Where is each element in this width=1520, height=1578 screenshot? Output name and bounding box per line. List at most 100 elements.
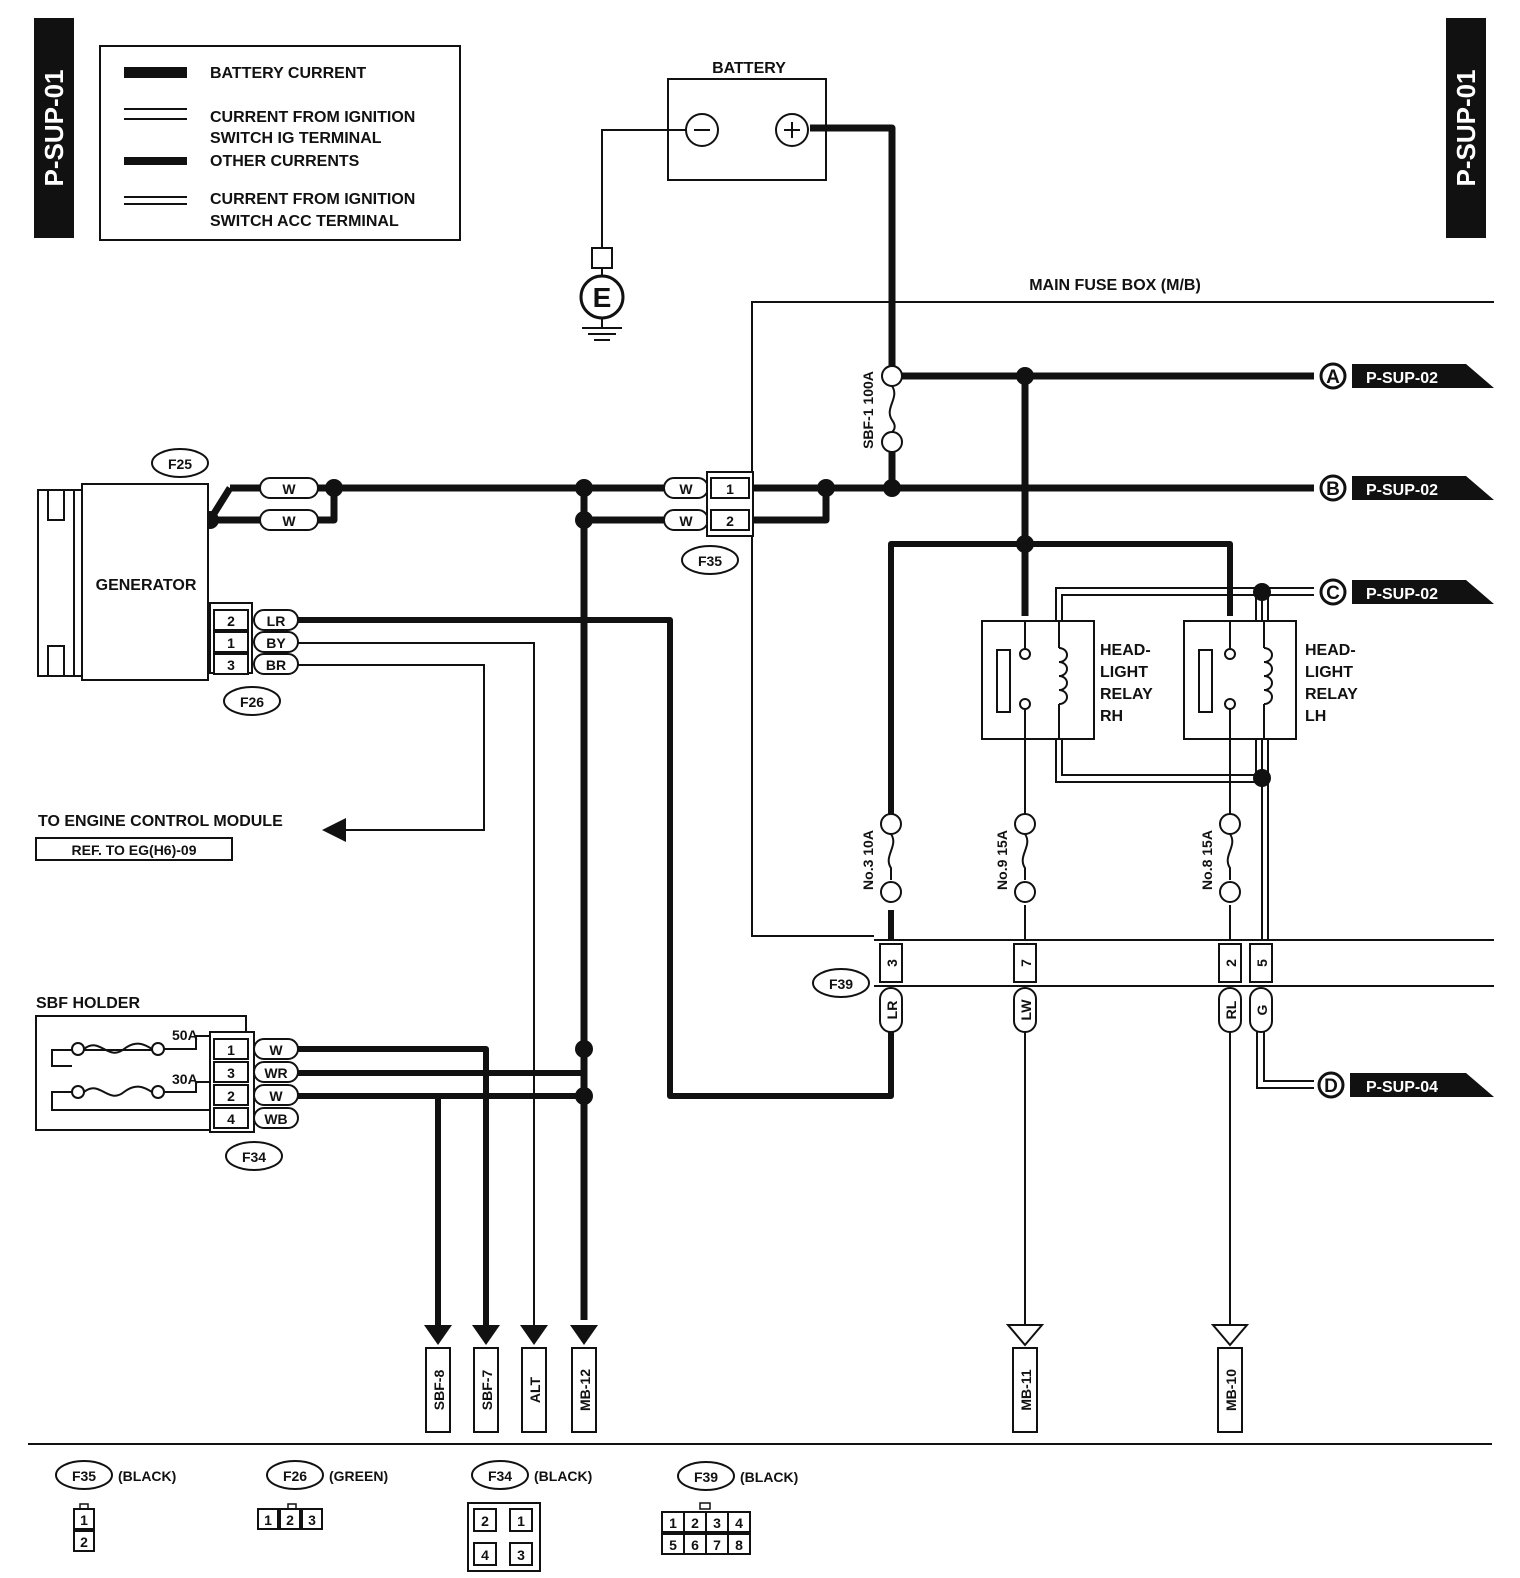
connector-view-f35: F35 (BLACK) 1 2 xyxy=(55,1460,176,1552)
relay-rh-line2: LIGHT xyxy=(1100,664,1148,681)
page-id-left: P-SUP-01 xyxy=(39,69,69,186)
f34-wire-w-1: W xyxy=(269,1042,283,1058)
ref-arrow-a[interactable]: A P-SUP-02 xyxy=(1319,362,1494,390)
destinations: SBF-8 SBF-7 ALT MB-12 MB-11 MB-10 xyxy=(424,1324,1250,1433)
main-fuse-box-label: MAIN FUSE BOX (M/B) xyxy=(1029,277,1201,294)
relay-rh-line3: RELAY xyxy=(1100,686,1153,703)
ref-b-letter: B xyxy=(1326,479,1340,500)
view-f34-label: F34 xyxy=(488,1468,512,1484)
ref-arrow-c[interactable]: C P-SUP-02 xyxy=(1319,578,1494,606)
f26-pin-3: 3 xyxy=(227,657,235,673)
legend: BATTERY CURRENT CURRENT FROM IGNITION SW… xyxy=(99,45,461,241)
view-f35-color: (BLACK) xyxy=(118,1468,176,1484)
legend-acc-current-line1: CURRENT FROM IGNITION xyxy=(210,191,415,208)
f35-pin-2: 2 xyxy=(726,513,734,529)
view-f35-label: F35 xyxy=(72,1468,96,1484)
connector-f35-label: F35 xyxy=(698,553,722,569)
fuse-sbf1: SBF-1 100A xyxy=(860,365,903,453)
view-f26-color: (GREEN) xyxy=(329,1468,388,1484)
ref-c-target: P-SUP-02 xyxy=(1366,586,1438,603)
sbf-holder: SBF HOLDER 50A 30A 1 3 2 4 W WR W WB F34 xyxy=(35,995,299,1171)
fuse-no8: No.8 15A xyxy=(1199,813,1241,903)
f39-pin-3: 3 xyxy=(884,959,900,967)
ref-arrow-d[interactable]: D P-SUP-04 xyxy=(1317,1071,1494,1099)
generator-label: GENERATOR xyxy=(96,577,197,594)
ref-c-letter: C xyxy=(1326,583,1340,604)
view-f34-cell-4: 4 xyxy=(481,1547,489,1563)
view-f39-label: F39 xyxy=(694,1469,718,1485)
connector-f26 xyxy=(223,686,281,716)
view-f39-cell-2: 2 xyxy=(691,1515,699,1531)
fuse-no8-label: No.8 15A xyxy=(1199,830,1215,890)
f34-wire-wr: WR xyxy=(264,1065,287,1081)
f39-wire-rl: RL xyxy=(1223,1000,1239,1019)
view-f26-label: F26 xyxy=(283,1468,307,1484)
f34-wire-w-2: W xyxy=(269,1088,283,1104)
ref-b-target: P-SUP-02 xyxy=(1366,482,1438,499)
view-f35-cell-2: 2 xyxy=(80,1534,88,1550)
fuse-no3: No.3 10A xyxy=(860,813,902,903)
connector-f39-block: 3 7 2 5 LR LW RL G F39 xyxy=(812,939,1494,1033)
relay-lh-line4: LH xyxy=(1305,708,1326,725)
connector-f34 xyxy=(225,1141,283,1171)
view-f26-cell-1: 1 xyxy=(264,1512,272,1528)
arrow-down-icon xyxy=(570,1325,598,1345)
f39-pin-2: 2 xyxy=(1223,959,1239,967)
wire-label-w-1: W xyxy=(282,481,296,497)
connector-f26-label: F26 xyxy=(240,694,264,710)
connector-f39 xyxy=(812,968,870,998)
view-f35-cell-1: 1 xyxy=(80,1512,88,1528)
dest-alt: ALT xyxy=(527,1376,543,1403)
legend-ig-current-line1: CURRENT FROM IGNITION xyxy=(210,109,415,126)
arrow-down-icon xyxy=(1210,1324,1250,1347)
connector-f39-label: F39 xyxy=(829,976,853,992)
sbf-holder-label: SBF HOLDER xyxy=(36,995,140,1012)
relay-lh-line3: RELAY xyxy=(1305,686,1358,703)
view-f26-cell-2: 2 xyxy=(286,1512,294,1528)
relay-rh-line4: RH xyxy=(1100,708,1123,725)
main-fuse-box: MAIN FUSE BOX (M/B) xyxy=(751,277,1494,937)
dest-sbf-7: SBF-7 xyxy=(479,1370,495,1411)
f35-wire-1: W xyxy=(679,481,693,497)
view-f39-cell-3: 3 xyxy=(713,1515,721,1531)
f39-wire-g: G xyxy=(1254,1004,1270,1015)
f39-wire-lr: LR xyxy=(884,1001,900,1020)
page-id-right: P-SUP-01 xyxy=(1451,69,1481,186)
other-current-wires xyxy=(298,541,1233,1325)
f26-wire-by: BY xyxy=(266,635,286,651)
ref-d-letter: D xyxy=(1324,1076,1338,1097)
legend-other-currents: OTHER CURRENTS xyxy=(210,153,360,170)
fuse-no9-label: No.9 15A xyxy=(994,830,1010,890)
ecm-line1: TO ENGINE CONTROL MODULE xyxy=(38,813,283,830)
f26-pin-2: 1 xyxy=(227,635,235,651)
battery-current-wires xyxy=(207,124,1314,1320)
ref-a-target: P-SUP-02 xyxy=(1366,370,1438,387)
view-f39-cell-7: 7 xyxy=(713,1537,721,1553)
f26-pin-1: 2 xyxy=(227,613,235,629)
ref-d-target: P-SUP-04 xyxy=(1366,1079,1438,1096)
connector-f35-block: W W 1 2 F35 xyxy=(663,471,754,575)
ref-arrow-b[interactable]: B P-SUP-02 xyxy=(1319,474,1494,502)
dest-mb-11: MB-11 xyxy=(1018,1369,1034,1410)
view-f39-cell-5: 5 xyxy=(669,1537,677,1553)
connector-f34-label: F34 xyxy=(242,1149,266,1165)
f34-pin-4: 4 xyxy=(227,1111,235,1127)
battery-label: BATTERY xyxy=(712,60,786,77)
relay-lh-line2: LIGHT xyxy=(1305,664,1353,681)
page-id-tab-right: P-SUP-01 xyxy=(1446,18,1486,238)
view-f34-color: (BLACK) xyxy=(534,1468,592,1484)
generator-w-wires: W W xyxy=(259,477,319,531)
wire-label-w-2: W xyxy=(282,513,296,529)
connector-f25 xyxy=(151,448,209,478)
connector-view-f34: F34 (BLACK) 2 1 4 3 xyxy=(467,1460,592,1572)
view-f34-cell-1: 1 xyxy=(517,1513,525,1529)
f34-pin-2: 2 xyxy=(227,1088,235,1104)
relay-rh-coil-icon xyxy=(1058,647,1068,705)
legend-battery-current: BATTERY CURRENT xyxy=(210,65,366,82)
fuse-no9: No.9 15A xyxy=(994,813,1036,903)
arrow-down-icon xyxy=(472,1325,500,1345)
arrow-down-icon xyxy=(1005,1324,1045,1347)
ecm-reference[interactable]: TO ENGINE CONTROL MODULE REF. TO EG(H6)-… xyxy=(35,813,346,861)
f35-pin-1: 1 xyxy=(726,481,734,497)
connector-f26-block: 2 1 3 LR BY BR F26 xyxy=(209,602,299,716)
